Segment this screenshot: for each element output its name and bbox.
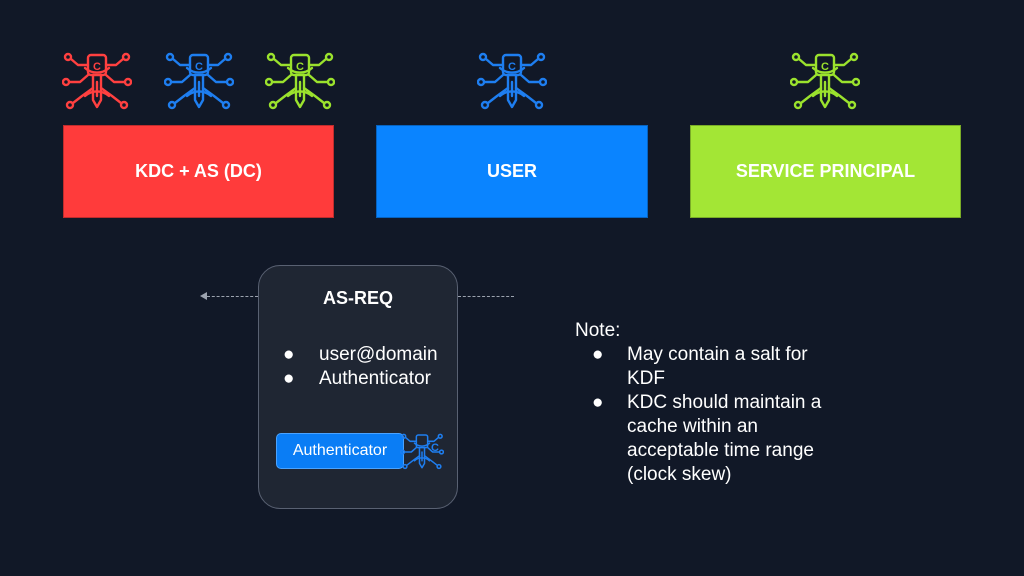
note-heading: Note: — [575, 320, 621, 341]
user-key-icon: C — [477, 52, 547, 112]
user-box: USER — [376, 125, 648, 218]
as-req-title: AS-REQ — [322, 288, 393, 308]
svg-text:C: C — [508, 61, 516, 73]
arrow-line-left — [207, 296, 258, 297]
user-label: USER — [486, 161, 537, 181]
service-key-icon-left: C — [265, 52, 335, 112]
item-text: user@domain — [319, 344, 438, 365]
service-principal-label: SERVICE PRINCIPAL — [735, 161, 916, 181]
service-principal-box: SERVICE PRINCIPAL — [690, 125, 961, 218]
authenticator-key-icon: C — [400, 433, 444, 471]
item-text: May contain a salt for KDF — [627, 344, 808, 389]
bullet: ● — [592, 344, 604, 365]
item-text: KDC should maintain a cache within an ac… — [627, 392, 822, 485]
authenticator-label: Authenticator — [292, 442, 388, 459]
bullet: ● — [592, 392, 604, 413]
user-key-icon-left: C — [164, 52, 234, 112]
item-text: Authenticator — [319, 368, 431, 389]
list-item: ● KDC should maintain a cache within an … — [575, 391, 855, 487]
svg-text:C: C — [296, 61, 304, 73]
bullet: ● — [283, 368, 295, 389]
note: Note: ● May contain a salt for KDF ● KDC… — [575, 319, 855, 487]
service-key-icon: C — [790, 52, 860, 112]
arrow-line-right — [458, 296, 514, 297]
list-item: ● Authenticator — [283, 367, 438, 391]
svg-text:C: C — [93, 61, 101, 73]
kdc-label: KDC + AS (DC) — [135, 161, 262, 181]
kdc-key-icon: C — [62, 52, 132, 112]
list-item: ● user@domain — [283, 343, 438, 367]
as-req-card: AS-REQ ● user@domain ● Authenticator Aut… — [258, 265, 458, 509]
arrow-head-icon — [200, 292, 207, 300]
kdc-box: KDC + AS (DC) — [63, 125, 334, 218]
as-req-list: ● user@domain ● Authenticator — [283, 343, 438, 391]
list-item: ● May contain a salt for KDF — [575, 343, 855, 391]
svg-text:C: C — [431, 442, 439, 454]
svg-text:C: C — [195, 61, 203, 73]
authenticator-pill: Authenticator — [276, 433, 404, 469]
bullet: ● — [283, 344, 295, 365]
note-list: ● May contain a salt for KDF ● KDC shoul… — [575, 343, 855, 487]
svg-text:C: C — [821, 61, 829, 73]
